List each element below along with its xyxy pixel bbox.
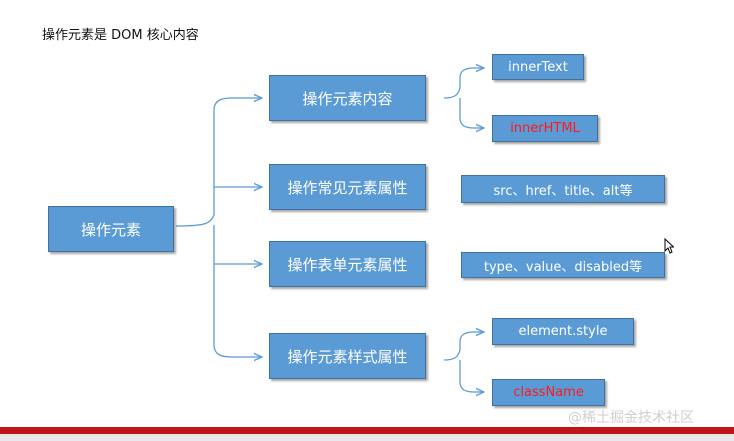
leaf-common-attrs: src、href、title、alt等	[461, 175, 665, 203]
root-node: 操作元素	[48, 206, 174, 252]
root-brace	[175, 98, 262, 227]
root-brace-lower	[213, 225, 262, 357]
branch-node-form-attrs: 操作表单元素属性	[269, 241, 426, 287]
branch-1-brace	[443, 68, 484, 99]
leaf-element-style: element.style	[492, 318, 634, 345]
branch-4-brace-lower	[459, 360, 484, 392]
leaf-innerhtml: innerHTML	[492, 115, 598, 142]
branch-node-style-attrs: 操作元素样式属性	[269, 333, 426, 379]
branch-node-common-attrs: 操作常见元素属性	[269, 164, 426, 210]
branch-4-brace	[443, 332, 484, 361]
leaf-classname: className	[492, 379, 605, 406]
watermark: @稀土掘金技术社区	[568, 410, 694, 426]
leaf-innertext: innerText	[492, 54, 584, 80]
bottom-red-bar	[0, 427, 734, 434]
mouse-pointer-icon	[664, 238, 674, 254]
branch-1-brace-lower	[459, 98, 484, 128]
leaf-form-attrs: type、value、disabled等	[461, 252, 665, 278]
bottom-strip	[0, 434, 734, 441]
page-title: 操作元素是 DOM 核心内容	[42, 28, 199, 43]
branch-node-content: 操作元素内容	[269, 75, 426, 121]
